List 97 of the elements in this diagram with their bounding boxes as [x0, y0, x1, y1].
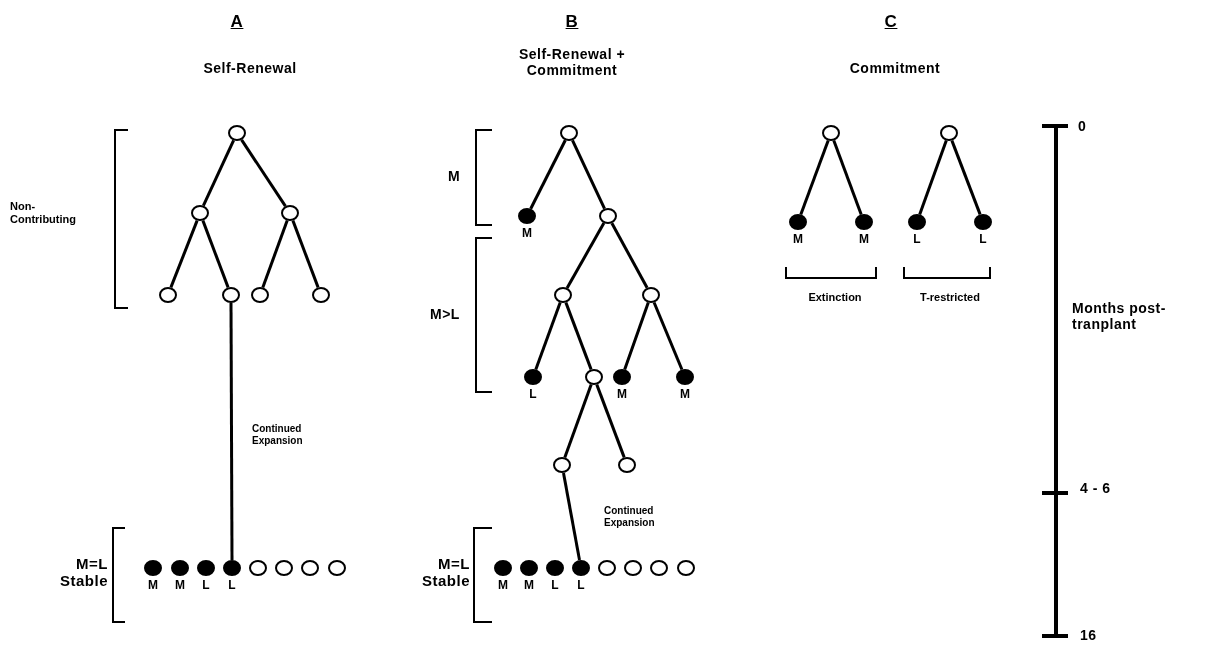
open-cell-circle	[159, 287, 177, 303]
panel-title: Self-Renewal	[203, 60, 297, 77]
bracket-label: Extinction	[808, 291, 862, 304]
lineage-line	[918, 140, 948, 215]
open-cell-circle	[228, 125, 246, 141]
filled-cell-circle	[171, 560, 189, 576]
lineage-line	[201, 220, 230, 288]
filled-cell-circle	[572, 560, 590, 576]
bracket-label: M	[448, 168, 461, 185]
lineage-label: M	[498, 579, 508, 593]
axis-tick-label: 16	[1080, 627, 1097, 644]
filled-cell-circle	[908, 214, 926, 230]
open-cell-circle	[281, 205, 299, 221]
filled-cell-circle	[546, 560, 564, 576]
lineage-label: M	[617, 388, 627, 402]
lineage-line	[240, 139, 287, 207]
open-cell-circle	[312, 287, 330, 303]
panel-title: Commitment	[849, 60, 941, 77]
lineage-label: L	[913, 233, 921, 247]
lineage-label: M	[148, 579, 158, 593]
lineage-line	[261, 220, 289, 288]
bracket-label: M=L Stable	[59, 555, 108, 590]
lineage-line	[202, 139, 235, 207]
open-cell-circle	[275, 560, 293, 576]
filled-cell-circle	[855, 214, 873, 230]
lineage-line	[623, 302, 650, 370]
lineage-line	[534, 302, 562, 370]
lineage-label: L	[577, 579, 585, 593]
axis-tick-label: 0	[1078, 118, 1087, 135]
lineage-line	[832, 140, 863, 215]
bracket-label: Non-Contributing	[10, 200, 76, 226]
filled-cell-circle	[520, 560, 538, 576]
open-cell-circle	[624, 560, 642, 576]
filled-cell-circle	[494, 560, 512, 576]
lineage-label: L	[979, 233, 987, 247]
open-cell-circle	[328, 560, 346, 576]
open-cell-circle	[251, 287, 269, 303]
lineage-label: M	[859, 233, 869, 247]
lineage-line	[595, 384, 626, 458]
panel-letter: C	[884, 12, 898, 32]
open-cell-circle	[222, 287, 240, 303]
lineage-label: L	[551, 579, 559, 593]
bracket-label: M>L	[430, 306, 460, 323]
lineage-line	[610, 222, 649, 289]
lineage-label: L	[529, 388, 537, 402]
open-cell-circle	[599, 208, 617, 224]
bracket-label: M=L Stable	[421, 555, 470, 590]
lineage-line	[529, 139, 567, 210]
filled-cell-circle	[197, 560, 215, 576]
open-cell-circle	[585, 369, 603, 385]
lineage-line	[571, 139, 606, 210]
filled-cell-circle	[518, 208, 536, 224]
open-cell-circle	[642, 287, 660, 303]
edge-label: Continued Expansion	[604, 505, 656, 528]
lineage-label: L	[202, 579, 210, 593]
open-cell-circle	[650, 560, 668, 576]
open-cell-circle	[554, 287, 572, 303]
open-cell-circle	[301, 560, 319, 576]
expansion-line	[229, 303, 234, 560]
open-cell-circle	[553, 457, 571, 473]
lineage-label: M	[793, 233, 803, 247]
axis-tick-label: 4 - 6	[1080, 480, 1111, 497]
lineage-label: L	[228, 579, 236, 593]
lineage-line	[291, 220, 320, 288]
open-cell-circle	[191, 205, 209, 221]
bracket-label: T-restricted	[920, 291, 980, 304]
lineage-label: M	[680, 388, 690, 402]
lineage-line	[169, 220, 199, 288]
lineage-line	[564, 302, 593, 370]
panel-title: Self-Renewal + Commitment	[517, 46, 627, 79]
edge-label: Continued Expansion	[252, 423, 304, 446]
lineage-label: M	[175, 579, 185, 593]
lineage-line	[565, 222, 606, 289]
panel-letter: B	[565, 12, 579, 32]
filled-cell-circle	[676, 369, 694, 385]
filled-cell-circle	[223, 560, 241, 576]
open-cell-circle	[560, 125, 578, 141]
filled-cell-circle	[144, 560, 162, 576]
open-cell-circle	[677, 560, 695, 576]
lineage-line	[950, 140, 982, 215]
filled-cell-circle	[789, 214, 807, 230]
lineage-line	[799, 140, 830, 215]
filled-cell-circle	[613, 369, 631, 385]
axis-title: Months post-tranplant	[1072, 300, 1167, 333]
lineage-label: M	[524, 579, 534, 593]
lineage-label: M	[522, 227, 532, 241]
open-cell-circle	[822, 125, 840, 141]
filled-cell-circle	[524, 369, 542, 385]
open-cell-circle	[598, 560, 616, 576]
open-cell-circle	[618, 457, 636, 473]
filled-cell-circle	[974, 214, 992, 230]
panel-letter: A	[230, 12, 244, 32]
open-cell-circle	[249, 560, 267, 576]
lineage-line	[652, 301, 684, 371]
open-cell-circle	[940, 125, 958, 141]
lineage-line	[563, 384, 593, 458]
expansion-line	[562, 472, 581, 561]
